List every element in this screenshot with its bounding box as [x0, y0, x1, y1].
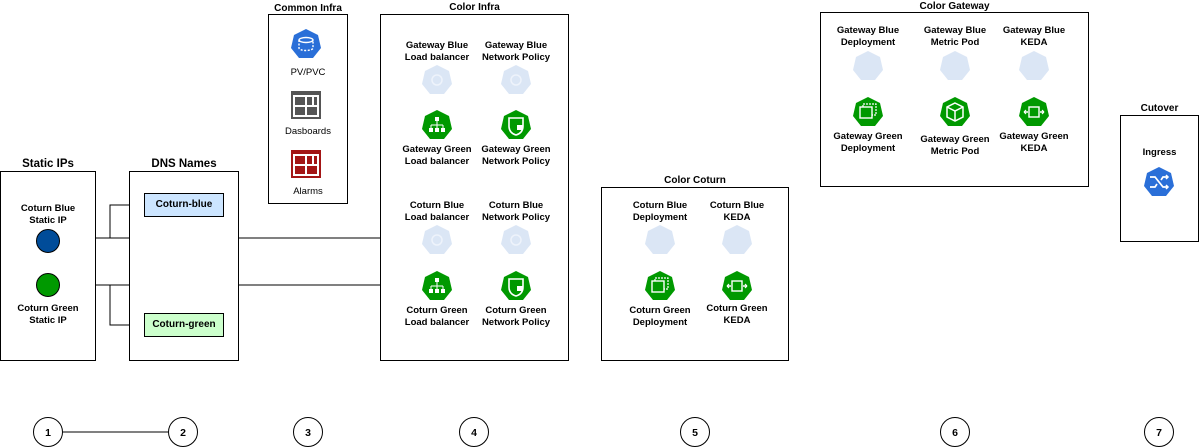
coturn-green-keda-label: Coturn Green KEDA	[706, 303, 768, 326]
gw-green-keda-icon	[1019, 97, 1049, 126]
ct-green-lb-label: Coturn Green Load balancer	[404, 305, 470, 328]
step-6: 6	[940, 417, 970, 447]
gw-green-metric-label: Gateway Green Metric Pod	[920, 134, 990, 157]
coturn-blue-deploy-icon	[645, 225, 675, 254]
dashboard-icon	[291, 91, 321, 119]
gw-blue-np-icon	[501, 65, 531, 94]
alarms-label: Alarms	[293, 186, 323, 197]
ingress-icon[interactable]	[1143, 166, 1175, 198]
coturn-green-keda-icon	[722, 271, 752, 300]
gw-green-keda-label: Gateway Green KEDA	[999, 131, 1069, 154]
ct-blue-np-icon	[501, 225, 531, 254]
step-1: 1	[33, 417, 63, 447]
dashboards-label: Dasboards	[285, 126, 331, 137]
step-5: 5	[680, 417, 710, 447]
gw-blue-metric-icon	[940, 51, 970, 80]
green-ip-dot[interactable]	[36, 273, 60, 297]
gw-blue-lb-icon	[422, 65, 452, 94]
gw-green-np-label: Gateway Green Network Policy	[481, 144, 551, 167]
cutover-title: Cutover	[1140, 103, 1179, 114]
static-ips-title: Static IPs	[22, 158, 74, 170]
ingress-label: Ingress	[1142, 147, 1177, 158]
dns-coturn-blue[interactable]: Coturn-blue	[144, 193, 224, 217]
step-3: 3	[293, 417, 323, 447]
gw-blue-deploy-icon	[853, 51, 883, 80]
green-ip-label: Coturn Green Static IP	[17, 303, 79, 326]
ct-green-np-icon	[501, 271, 531, 300]
alarms-icon	[291, 150, 321, 178]
ct-blue-np-label: Coturn Blue Network Policy	[481, 200, 551, 223]
gw-blue-keda-label: Gateway Blue KEDA	[1002, 25, 1066, 48]
color-coturn-title: Color Coturn	[664, 175, 726, 186]
pvc-icon	[291, 29, 321, 58]
coturn-blue-keda-label: Coturn Blue KEDA	[709, 200, 765, 223]
gw-green-deploy-label: Gateway Green Deployment	[833, 131, 903, 154]
gw-blue-keda-icon	[1019, 51, 1049, 80]
dns-coturn-green[interactable]: Coturn-green	[144, 313, 224, 337]
ct-green-np-label: Coturn Green Network Policy	[481, 305, 551, 328]
coturn-blue-keda-icon	[722, 225, 752, 254]
common-infra-title: Common Infra	[274, 3, 342, 14]
gw-green-metric-icon	[940, 97, 970, 126]
ct-blue-lb-label: Coturn Blue Load balancer	[404, 200, 470, 223]
dns-names-title: DNS Names	[151, 158, 217, 170]
gw-green-np-icon	[501, 110, 531, 139]
step-4: 4	[459, 417, 489, 447]
blue-ip-label: Coturn Blue Static IP	[20, 203, 76, 226]
coturn-blue-deploy-label: Coturn Blue Deployment	[632, 200, 688, 223]
color-infra-title: Color Infra	[449, 2, 500, 13]
gw-green-lb-icon	[422, 110, 452, 139]
gw-blue-lb-label: Gateway Blue Load balancer	[404, 40, 470, 63]
gw-blue-metric-label: Gateway Blue Metric Pod	[923, 25, 987, 48]
coturn-green-deploy-label: Coturn Green Deployment	[629, 305, 691, 328]
color-gateway-title: Color Gateway	[919, 1, 990, 12]
gw-green-lb-label: Gateway Green Load balancer	[402, 144, 472, 167]
step-2: 2	[168, 417, 198, 447]
static-ips-box	[0, 171, 96, 361]
step-7: 7	[1144, 417, 1174, 447]
blue-ip-dot[interactable]	[36, 229, 60, 253]
gw-green-deploy-icon	[853, 97, 883, 126]
gw-blue-np-label: Gateway Blue Network Policy	[481, 40, 551, 63]
ct-green-lb-icon	[422, 271, 452, 300]
pvc-label: PV/PVC	[290, 67, 326, 78]
coturn-green-deploy-icon	[645, 271, 675, 300]
ct-blue-lb-icon	[422, 225, 452, 254]
color-coturn-box	[601, 187, 789, 361]
gw-blue-deploy-label: Gateway Blue Deployment	[836, 25, 900, 48]
color-infra-box	[380, 14, 569, 361]
